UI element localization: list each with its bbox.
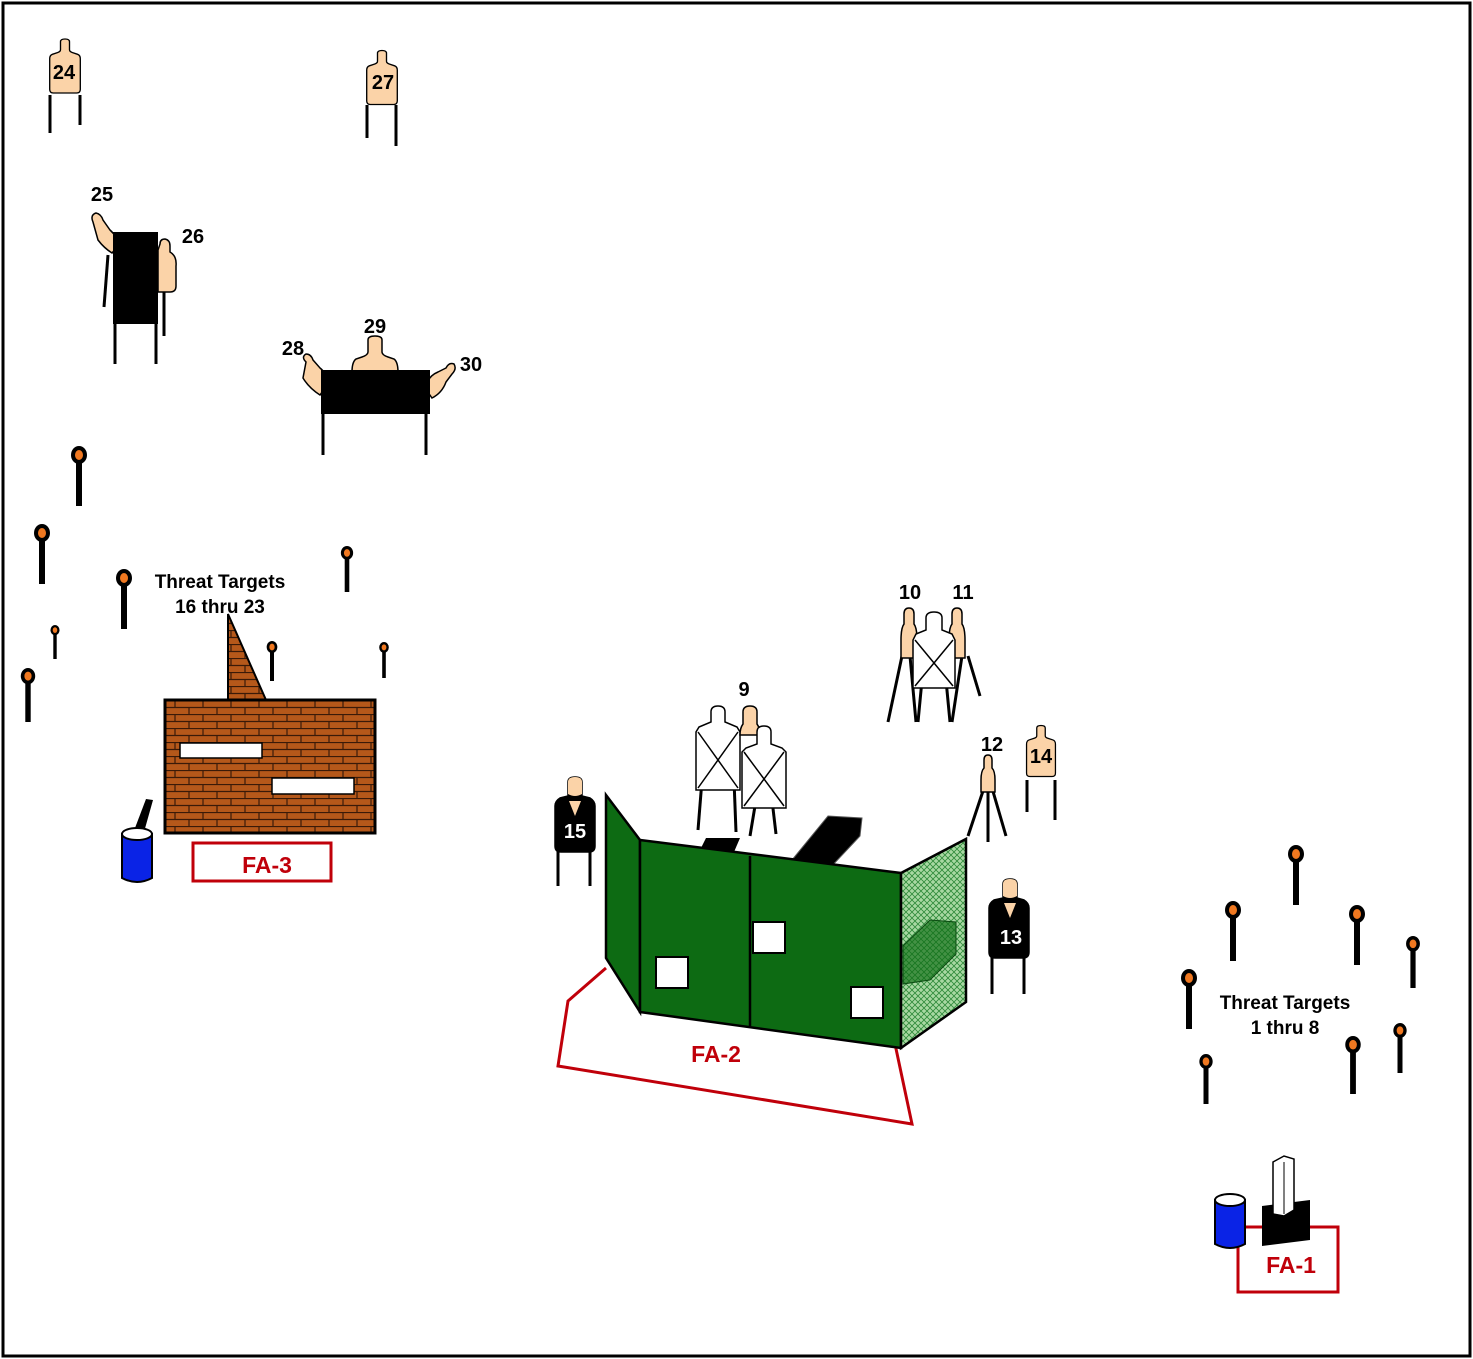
target-30-label: 30 <box>460 354 482 376</box>
threat-16-23-line2: 16 thru 23 <box>175 597 265 618</box>
diagram-frame <box>3 3 1470 1356</box>
target-27: 27 <box>367 51 398 147</box>
popup-target-icon <box>1181 969 1197 1029</box>
threat-targets-1-8: Threat Targets 1 thru 8 <box>1181 845 1420 1104</box>
popup-target-icon <box>1393 1023 1406 1073</box>
threat-targets-16-23: Threat Targets 16 thru 23 <box>21 446 389 722</box>
popup-target-icon <box>50 625 59 659</box>
popup-target-icon <box>341 546 353 592</box>
targets-10-11: 10 11 <box>888 582 980 722</box>
popup-target-icon <box>71 446 87 506</box>
silhouette-icon <box>696 706 740 790</box>
target-12: 12 <box>968 734 1006 842</box>
wall-window <box>753 922 785 953</box>
black-panel <box>321 370 430 414</box>
targets-25-26: 25 26 <box>91 184 204 364</box>
bunker-window <box>180 743 262 758</box>
threat-16-23-line1: Threat Targets <box>155 572 286 593</box>
popup-target-icon <box>267 641 278 681</box>
wall-window <box>656 957 688 988</box>
target-25-label: 25 <box>91 184 113 206</box>
popup-target-icon <box>1288 845 1304 905</box>
wall-window <box>851 987 883 1018</box>
bunker-window <box>272 778 354 794</box>
fa-3-label: FA-3 <box>242 852 292 878</box>
threat-1-8-line1: Threat Targets <box>1220 993 1351 1014</box>
fa-1-area: FA-1 <box>1215 1156 1338 1292</box>
target-9-group: 9 <box>696 679 786 836</box>
black-panel <box>113 232 158 324</box>
threat-1-8-line2: 1 thru 8 <box>1251 1018 1320 1039</box>
bunker-chimney <box>228 614 266 700</box>
target-26-label: 26 <box>182 226 204 248</box>
targets-28-29-30: 28 29 30 <box>282 316 482 455</box>
popup-target-icon <box>1349 905 1365 965</box>
popup-target-icon <box>1345 1036 1360 1094</box>
popup-target-icon <box>1199 1054 1212 1104</box>
target-9-label: 9 <box>738 679 749 701</box>
target-27-label: 27 <box>372 72 394 94</box>
target-24: 24 <box>50 39 81 133</box>
target-28-label: 28 <box>282 338 304 360</box>
target-24-label: 24 <box>53 62 76 84</box>
target-13-label: 13 <box>1000 927 1022 949</box>
target-14: 14 <box>1027 726 1056 821</box>
popup-target-icon <box>116 569 132 629</box>
popup-target-icon <box>21 668 35 722</box>
silhouette-icon <box>981 755 995 792</box>
silhouette-icon <box>352 336 398 372</box>
barrel-icon <box>1215 1200 1245 1248</box>
popup-target-icon <box>1406 936 1420 988</box>
wall-left-panel <box>606 795 640 1012</box>
target-29-label: 29 <box>364 316 386 338</box>
barrel-icon <box>122 834 152 882</box>
silhouette-icon <box>913 612 955 688</box>
target-13: 13 <box>989 879 1029 994</box>
target-15-label: 15 <box>564 821 586 843</box>
silhouette-icon <box>158 239 176 292</box>
fa-1-label: FA-1 <box>1266 1252 1316 1278</box>
green-wall-structure <box>606 795 966 1048</box>
target-12-label: 12 <box>981 734 1003 756</box>
popup-target-icon <box>1225 901 1241 961</box>
target-11-label: 11 <box>952 582 973 604</box>
target-14-label: 14 <box>1030 746 1053 768</box>
fa-3-box: FA-3 <box>193 843 331 881</box>
fa-2-label: FA-2 <box>691 1041 741 1067</box>
target-10-label: 10 <box>899 582 921 604</box>
bunker-wall <box>165 700 375 833</box>
popup-target-icon <box>379 642 389 678</box>
silhouette-icon <box>742 726 786 808</box>
popup-target-icon <box>34 524 50 584</box>
target-15: 15 <box>555 777 595 886</box>
barrel-fa3 <box>122 799 153 882</box>
